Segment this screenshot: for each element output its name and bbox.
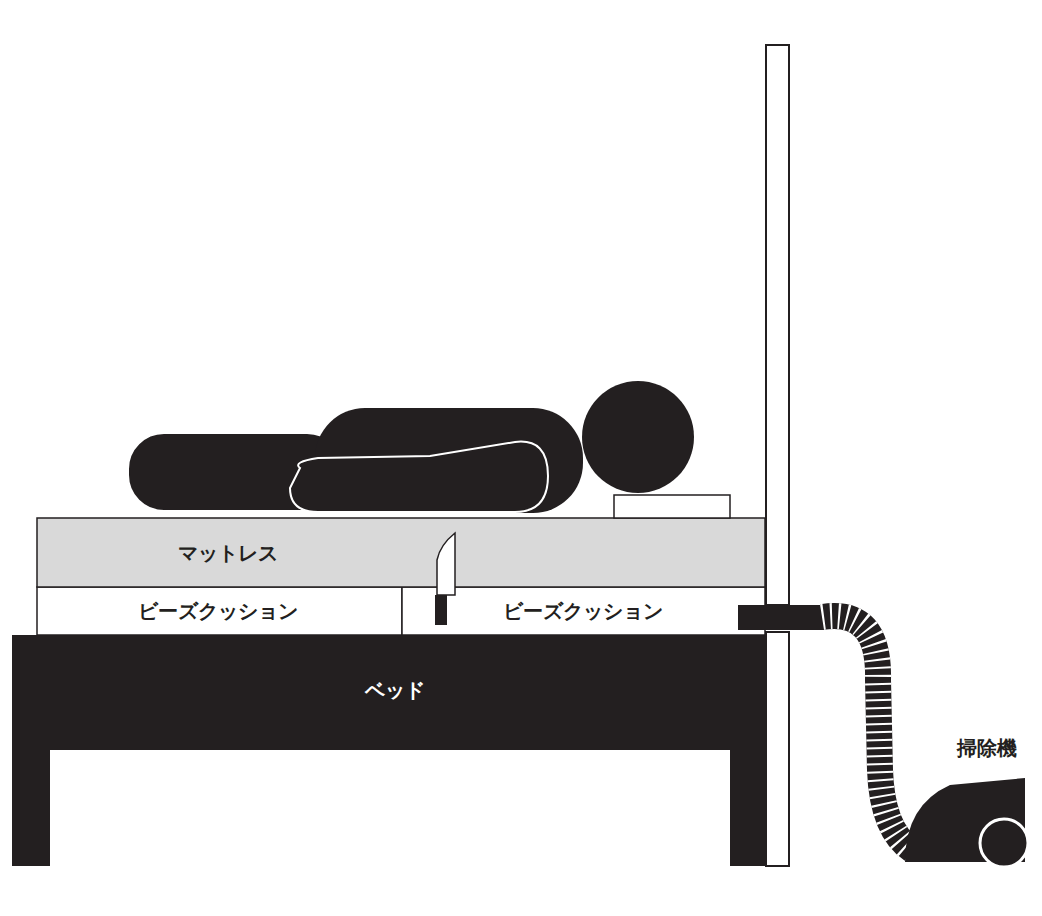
person-figure <box>128 381 694 513</box>
node-text: ビーズクッション <box>138 599 298 623</box>
cushion-box: ビーズクッション <box>37 587 402 635</box>
vacuum-hose <box>738 605 912 850</box>
bed-frame: ベッド <box>12 635 765 750</box>
bed-shape <box>12 635 765 866</box>
cushion-shape <box>402 587 765 635</box>
node-text: ビーズクッション <box>503 599 663 623</box>
cushion-box: ビーズクッション <box>402 587 765 635</box>
mattress-band: マットレス <box>37 518 765 587</box>
part-label: 掃除機 <box>957 736 1017 760</box>
knife <box>435 533 455 625</box>
pillow <box>614 495 730 518</box>
node-text: マットレス <box>178 541 278 565</box>
mattress-shape <box>37 518 765 587</box>
wall <box>766 45 789 866</box>
vacuum-cleaner <box>905 778 1028 867</box>
cushion-shape <box>37 587 402 635</box>
node-text: ベッド <box>365 678 425 702</box>
